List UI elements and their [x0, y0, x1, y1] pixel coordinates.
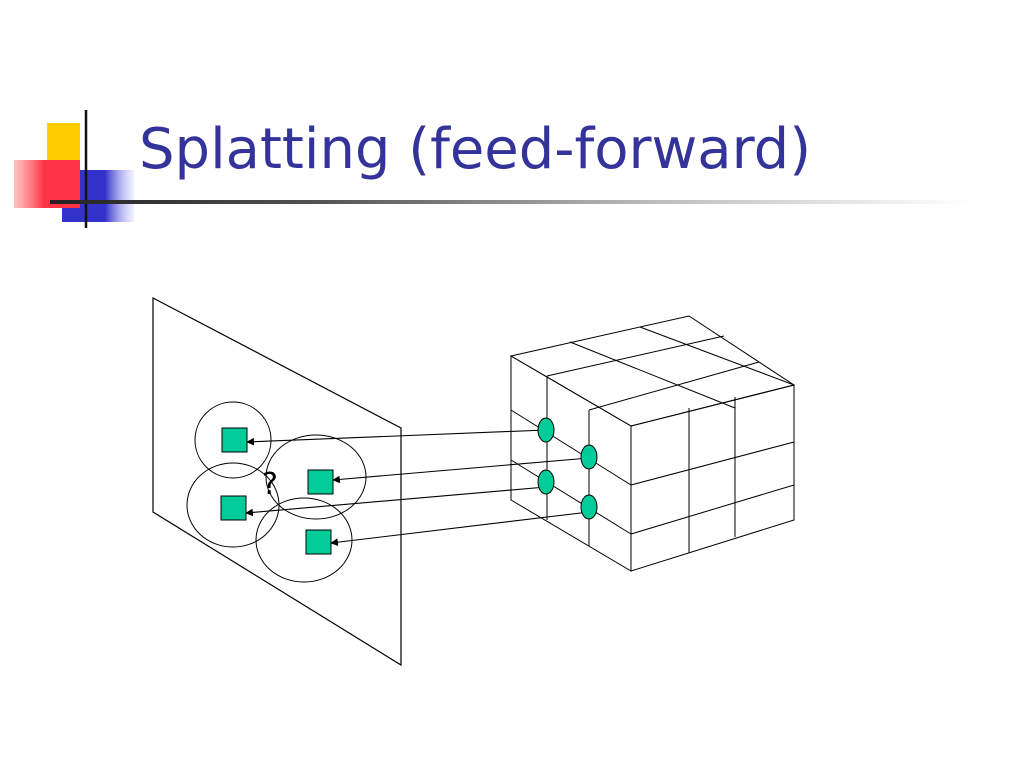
logo-yellow-square	[47, 123, 80, 163]
volume-grid-line	[639, 326, 795, 386]
volume-grid-line	[588, 361, 760, 411]
volume-front-face	[630, 384, 795, 572]
volume-grid-line	[630, 484, 795, 535]
projection-arrows	[245, 429, 590, 546]
page-title: Splatting (feed-forward)	[139, 117, 812, 182]
volume-sample-points	[537, 417, 598, 520]
voxel-sample-dot	[537, 417, 555, 443]
projected-pixel-square	[305, 529, 332, 555]
image-plane	[152, 297, 402, 667]
volume-grid-line	[630, 441, 795, 486]
volume-grid	[509, 315, 796, 572]
volume-grid-line	[546, 335, 725, 377]
volume-grid-line	[510, 459, 632, 535]
volume-grid-line	[569, 341, 736, 409]
projected-pixel-square	[220, 495, 247, 521]
unknown-pixel-marker: ?	[262, 467, 278, 502]
projection-arrow	[246, 429, 547, 446]
volume-side-face	[510, 355, 632, 572]
projected-pixel-square	[307, 469, 334, 495]
title-divider	[50, 200, 970, 204]
voxel-sample-dot	[580, 494, 598, 520]
splat-footprint	[186, 462, 280, 548]
projected-pixel-square	[221, 427, 248, 453]
projection-arrow	[245, 486, 547, 517]
voxel-sample-dot	[537, 469, 555, 495]
volume-grid-line	[510, 409, 632, 486]
projection-arrow	[332, 457, 590, 484]
voxel-sample-dot	[580, 444, 598, 470]
projection-arrow	[330, 511, 590, 546]
projected-pixels	[220, 427, 334, 555]
volume-top-face	[509, 315, 796, 427]
splat-footprint	[194, 401, 272, 479]
